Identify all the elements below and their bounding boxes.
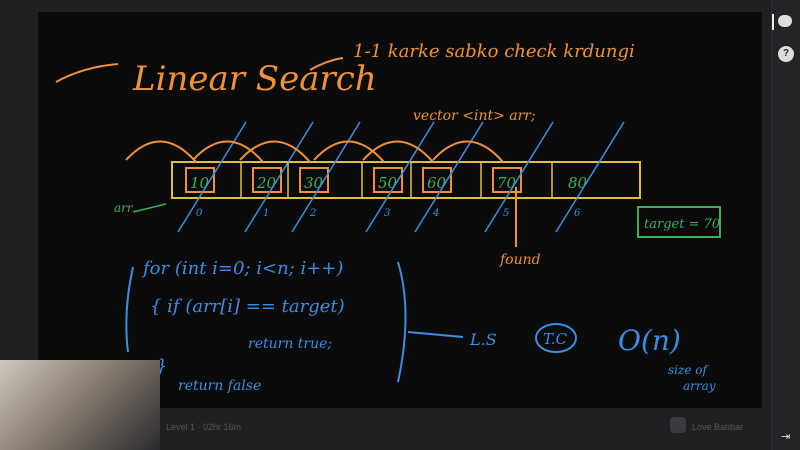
array-index: 4 — [432, 208, 439, 219]
big-o-text: O(n) — [618, 324, 681, 357]
array-value: 60 — [427, 174, 447, 192]
array-value: 30 — [304, 174, 324, 192]
size-note: size of — [668, 363, 709, 377]
array-value: 50 — [378, 174, 398, 192]
array-index: 2 — [309, 208, 316, 219]
code-line: } — [156, 356, 167, 377]
course-info: Level 1 · 02hr 16m — [166, 422, 242, 432]
bottom-bar: Level 1 · 02hr 16m Love Babbar — [160, 410, 772, 450]
strike-line — [484, 121, 554, 233]
target-box — [637, 206, 721, 238]
array-index: 1 — [263, 208, 269, 219]
array-index: 3 — [384, 208, 390, 219]
array-value: 70 — [497, 174, 517, 192]
arrow-icon — [55, 63, 119, 83]
array-index: 5 — [503, 208, 509, 219]
whiteboard: Linear Search 1-1 karke sabko check krdu… — [38, 12, 762, 408]
ls-text: L.S — [469, 330, 497, 349]
array-box — [171, 161, 641, 199]
visited-cell-box — [299, 167, 329, 193]
array-label: arr — [114, 201, 134, 215]
chat-icon[interactable] — [778, 15, 792, 27]
visited-cell-box — [492, 167, 522, 193]
code-line: return false — [178, 378, 261, 394]
vector-decl: vector <int> arr; — [413, 108, 536, 124]
brace — [397, 261, 407, 383]
arrow-icon — [313, 140, 385, 163]
arrow-icon — [407, 331, 464, 338]
strike-line — [291, 121, 361, 233]
code-line: for (int i=0; i<n; i++) — [141, 258, 343, 279]
arrow-icon — [309, 57, 344, 71]
strike-line — [414, 121, 484, 233]
tc-text: T.C — [543, 330, 568, 348]
arrow-icon — [239, 140, 311, 163]
help-button[interactable]: ? — [778, 46, 794, 62]
found-text: found — [499, 252, 541, 268]
array-index: 0 — [196, 208, 203, 219]
arrow-icon — [432, 140, 504, 163]
array-value: 80 — [568, 174, 588, 192]
array-index: 6 — [574, 208, 581, 219]
active-indicator — [772, 14, 774, 30]
note-text: 1-1 karke sabko check krdungi — [353, 41, 635, 62]
tc-circle — [535, 323, 577, 353]
code-line: return true; — [248, 336, 332, 352]
webcam-video — [0, 360, 160, 450]
visited-cell-box — [252, 167, 282, 193]
avatar — [670, 417, 686, 433]
code-line: { if (arr[i] == target) — [150, 296, 345, 317]
author-name[interactable]: Love Babbar — [692, 422, 744, 432]
array-value: 20 — [256, 174, 277, 192]
array-value: 10 — [190, 174, 210, 192]
visited-cell-box — [185, 167, 215, 193]
strike-line — [365, 121, 435, 233]
arrow-icon — [132, 203, 167, 213]
arrow-icon — [192, 140, 264, 163]
strike-line — [177, 121, 247, 233]
strike-line — [244, 121, 314, 233]
arrow-icon — [125, 140, 197, 163]
arrow-icon — [362, 140, 434, 163]
size-note: array — [683, 379, 716, 393]
strike-line — [555, 121, 625, 233]
brace — [125, 266, 134, 353]
visited-cell-box — [422, 167, 452, 193]
whiteboard-canvas: Linear Search 1-1 karke sabko check krdu… — [55, 41, 721, 394]
target-text: target = 70 — [644, 217, 720, 232]
right-sidebar: ? ⇥ — [771, 0, 800, 450]
visited-cell-box — [373, 167, 403, 193]
title-text: Linear Search — [132, 59, 377, 99]
exit-icon[interactable]: ⇥ — [781, 431, 791, 443]
